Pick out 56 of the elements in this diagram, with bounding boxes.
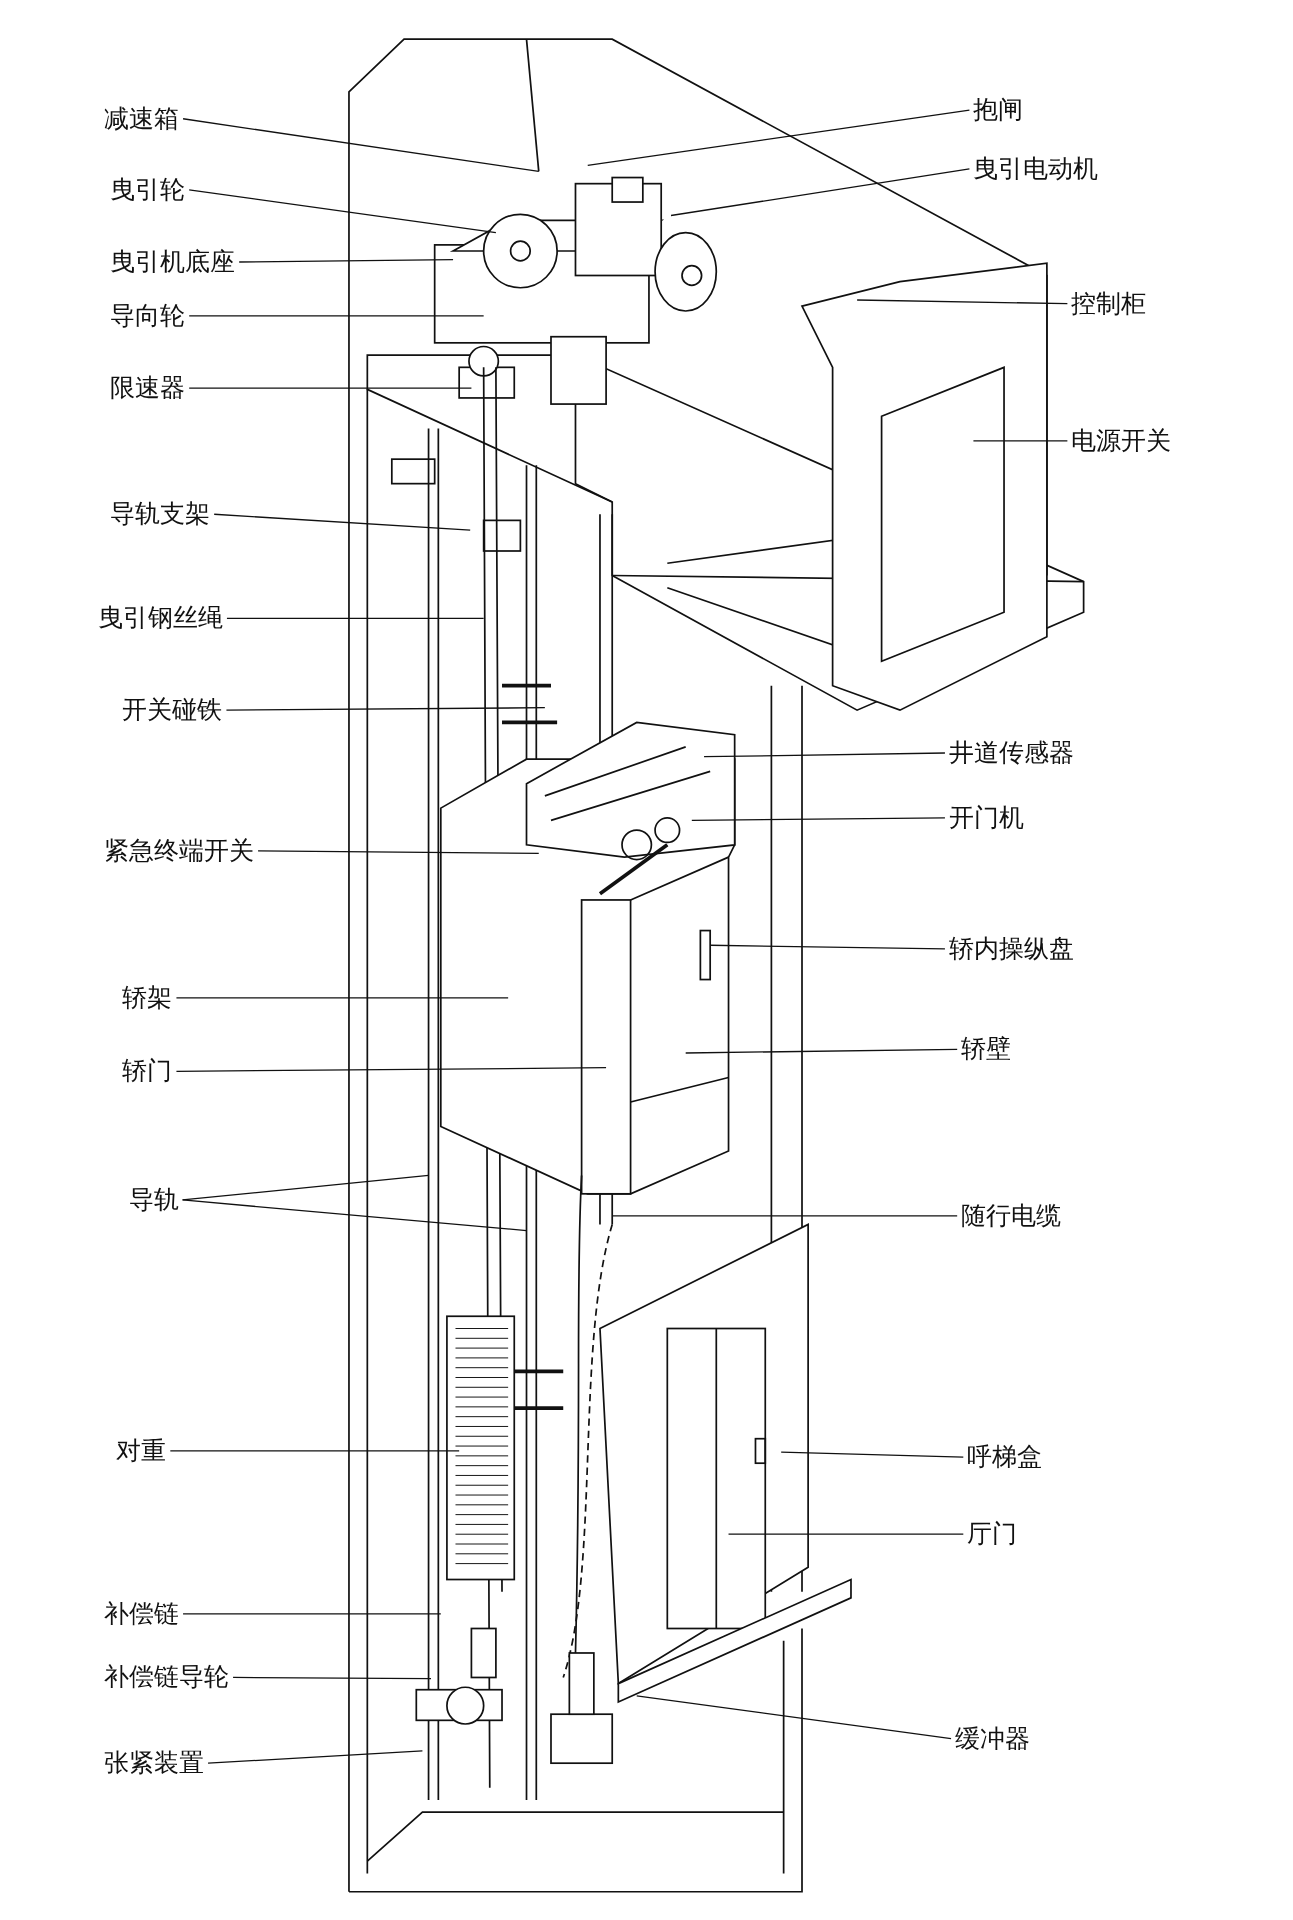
part-label: 导轨支架 xyxy=(110,499,211,530)
part-label: 曳引轮 xyxy=(110,174,186,205)
leader-line xyxy=(611,1215,958,1217)
leader-line xyxy=(703,752,946,758)
part-label: 厅门 xyxy=(967,1519,1018,1550)
part-label: 曳引钢丝绳 xyxy=(97,603,223,634)
leader-line xyxy=(727,1533,964,1535)
part-label: 限速器 xyxy=(110,373,186,404)
leader-line xyxy=(691,817,946,821)
leader-line xyxy=(670,168,971,217)
part-label: 电源开关 xyxy=(1071,425,1172,456)
leader-line xyxy=(257,850,540,855)
leader-line xyxy=(182,1613,442,1615)
part-label: 轿壁 xyxy=(961,1034,1012,1065)
leader-line xyxy=(780,1451,964,1458)
part-label: 补偿链 xyxy=(104,1598,180,1629)
part-label: 井道传感器 xyxy=(948,738,1074,768)
part-label: 对重 xyxy=(116,1435,167,1466)
leader-line xyxy=(213,513,471,531)
leader-line xyxy=(182,118,540,173)
part-label: 补偿链导轮 xyxy=(104,1662,230,1693)
leader-line xyxy=(175,997,509,999)
leader-line xyxy=(188,315,485,317)
leader-line xyxy=(169,1450,460,1452)
part-label: 导轨 xyxy=(128,1184,179,1215)
part-label: 减速箱 xyxy=(104,103,180,134)
leader-line xyxy=(188,189,497,234)
part-label: 曳引电动机 xyxy=(973,153,1099,184)
leader-line xyxy=(709,944,946,950)
leader-line xyxy=(238,258,454,263)
part-label: 张紧装置 xyxy=(104,1748,205,1779)
part-label: 随行电缆 xyxy=(961,1200,1062,1231)
leader-line xyxy=(181,1199,528,1232)
leader-line xyxy=(188,387,473,389)
part-label: 轿内操纵盘 xyxy=(948,933,1074,964)
part-label: 控制柜 xyxy=(1071,288,1147,319)
leader-line xyxy=(685,1048,958,1054)
leader-line xyxy=(972,440,1069,442)
leader-line xyxy=(856,299,1069,305)
part-label: 开门机 xyxy=(948,802,1024,833)
part-label: 呼梯盒 xyxy=(967,1442,1043,1473)
part-label: 导向轮 xyxy=(110,300,186,331)
leader-line xyxy=(587,109,971,166)
part-label: 轿架 xyxy=(122,982,173,1013)
leader-line xyxy=(636,1695,952,1740)
part-label: 轿门 xyxy=(122,1056,173,1087)
part-label: 紧急终端开关 xyxy=(104,835,255,866)
part-label: 曳引机底座 xyxy=(110,247,236,277)
part-label: 缓冲器 xyxy=(955,1723,1031,1754)
part-label: 抱闸 xyxy=(973,95,1024,126)
leader-line xyxy=(232,1676,432,1680)
leader-line xyxy=(207,1750,424,1764)
part-label: 开关碰铁 xyxy=(122,695,223,726)
leader-line xyxy=(226,617,485,619)
leader-line xyxy=(175,1067,607,1073)
leader-line xyxy=(225,707,546,711)
